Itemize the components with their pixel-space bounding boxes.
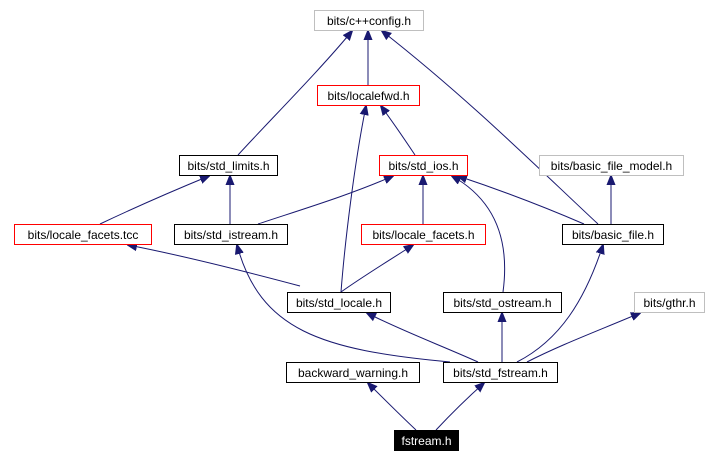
edge-std_fstream-to-std_locale [367,313,479,363]
node-label: bits/std_ios.h [388,159,458,173]
node-box [14,224,152,245]
nodes-layer: bits/c++config.h bits/localefwd.h bits/std… [14,10,705,451]
node-backward_warning[interactable]: backward_warning.h [286,362,420,383]
node-box [179,155,278,176]
edge-fstream-to-backward_warning [368,383,417,431]
node-box [443,292,562,313]
node-label: bits/basic_file_model.h [551,159,672,173]
node-label: bits/std_istream.h [184,228,278,242]
node-std_locale[interactable]: bits/std_locale.h [287,292,391,313]
node-std_limits[interactable]: bits/std_limits.h [179,155,278,176]
edge-std_locale-to-localefwd [340,106,366,293]
node-label: bits/basic_file.h [572,228,654,242]
node-cppconfig[interactable]: bits/c++config.h [314,10,424,31]
node-label: bits/locale_facets.tcc [28,228,139,242]
node-std_fstream[interactable]: bits/std_fstream.h [443,362,558,383]
node-box [286,362,420,383]
node-box [361,224,486,245]
edge-std_limits-to-cppconfig [237,31,352,156]
edge-std_ios-to-localefwd [381,106,416,156]
node-locale_facets_tcc[interactable]: bits/locale_facets.tcc [14,224,152,245]
edge-std_ostream-to-std_ios [452,176,506,293]
node-std_ostream[interactable]: bits/std_ostream.h [443,292,562,313]
edge-std_fstream-to-std_istream [237,245,451,363]
edge-std_fstream-to-gthr [526,313,640,363]
node-std_istream[interactable]: bits/std_istream.h [174,224,288,245]
node-box [317,85,420,106]
edges-layer [99,31,640,431]
node-label: bits/c++config.h [327,14,411,28]
node-box [562,224,664,245]
node-label: bits/std_fstream.h [453,366,548,380]
node-box [634,292,705,313]
node-label: bits/std_locale.h [296,296,382,310]
edge-std_istream-to-std_ios [257,176,393,225]
node-box [174,224,288,245]
node-box [443,362,558,383]
node-box [539,155,684,176]
node-label: bits/gthr.h [643,296,695,310]
node-locale_facets[interactable]: bits/locale_facets.h [361,224,486,245]
edge-locale_facets_tcc-to-std_limits [99,176,209,225]
edge-fstream-to-std_fstream [435,383,484,431]
edge-basic_file-to-cppconfig [382,31,599,225]
node-box [314,10,424,31]
node-basic_file_model[interactable]: bits/basic_file_model.h [539,155,684,176]
node-label: bits/std_limits.h [187,159,269,173]
node-box [394,430,459,451]
edge-basic_file-to-std_ios [458,176,585,225]
node-localefwd[interactable]: bits/localefwd.h [317,85,420,106]
node-box [287,292,391,313]
node-fstream[interactable]: fstream.h [394,430,459,451]
edge-std_fstream-to-basic_file [516,245,603,363]
node-label: bits/locale_facets.h [372,228,474,242]
node-box [379,155,468,176]
node-label: backward_warning.h [298,366,408,380]
node-label: bits/localefwd.h [327,89,409,103]
node-label: fstream.h [401,434,451,448]
node-std_ios[interactable]: bits/std_ios.h [379,155,468,176]
node-label: bits/std_ostream.h [453,296,551,310]
node-gthr[interactable]: bits/gthr.h [634,292,705,313]
edge-std_locale-to-locale_facets [340,245,413,293]
node-basic_file[interactable]: bits/basic_file.h [562,224,664,245]
edge-std_locale-to-locale_facets_tcc [128,245,301,287]
